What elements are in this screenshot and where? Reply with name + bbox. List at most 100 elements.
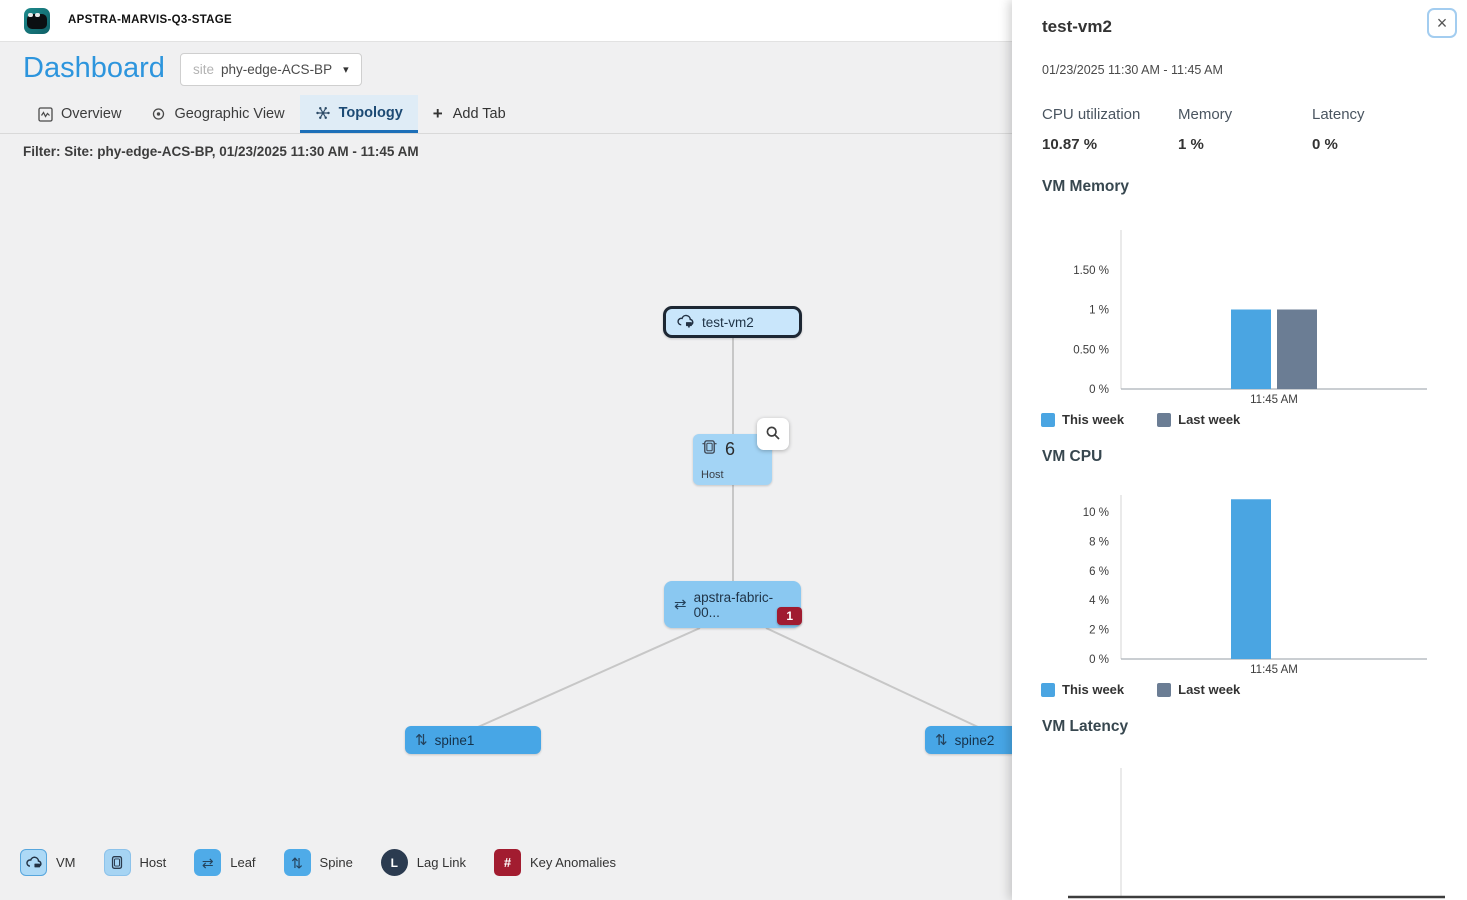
overview-icon [38, 106, 53, 122]
vm-cloud-icon [676, 313, 695, 332]
tab-geographic-view[interactable]: Geographic View [136, 95, 299, 133]
stat-label: Latency [1312, 106, 1365, 123]
legend-label: Spine [319, 855, 353, 870]
vm-latency-chart [1068, 768, 1445, 899]
section-heading-vm-latency: VM Latency [1042, 718, 1129, 735]
node-zoom-button[interactable] [757, 418, 789, 450]
legend-last-week: Last week [1157, 682, 1240, 697]
section-heading-vm-cpu: VM CPU [1042, 448, 1103, 465]
legend-label: VM [56, 855, 76, 870]
topology-canvas: test-vm2 6 Host ⇄ apstra-fabric-00... 1 … [20, 306, 1012, 876]
leaf-node-label: apstra-fabric-00... [693, 589, 774, 620]
svg-text:10 %: 10 % [1083, 507, 1109, 519]
legend-label: Last week [1178, 682, 1241, 697]
topology-node-spine1[interactable]: ⇅ spine1 [405, 726, 541, 754]
stat-cpu-utilization: CPU utilization 10.87 % [1042, 106, 1174, 153]
spine1-node-label: spine1 [434, 732, 475, 748]
plus-icon: + [432, 104, 443, 123]
legend-item-leaf: ⇄ Leaf [194, 849, 256, 876]
chart-legend: This week Last week [1041, 682, 1240, 697]
legend-label: Last week [1178, 412, 1241, 427]
topology-node-leaf[interactable]: ⇄ apstra-fabric-00... 1 [664, 581, 802, 628]
stat-value: 10.87 % [1042, 136, 1098, 153]
vm-cpu-chart: 10 % 8 % 6 % 4 % 2 % 0 % 11:45 AM [1083, 495, 1427, 676]
stat-label: CPU utilization [1042, 106, 1141, 123]
site-selector-prefix: site [193, 62, 215, 77]
tab-topology[interactable]: Topology [299, 95, 418, 133]
legend-item-vm: VM [20, 849, 76, 876]
stat-latency: Latency 0 % [1312, 106, 1444, 153]
legend-label: Leaf [230, 855, 256, 870]
vm-cloud-icon [20, 849, 47, 876]
svg-text:0.50 %: 0.50 % [1073, 344, 1109, 356]
tab-overview-label: Overview [61, 106, 122, 122]
stat-label: Memory [1178, 106, 1233, 123]
this-week-swatch [1041, 682, 1055, 697]
spine2-node-label: spine2 [954, 732, 995, 748]
topology-node-vm[interactable]: test-vm2 [663, 306, 802, 338]
close-button[interactable]: × [1427, 8, 1457, 38]
legend-label: This week [1062, 412, 1125, 427]
topology-icon [315, 105, 331, 121]
svg-text:11:45 AM: 11:45 AM [1250, 394, 1298, 406]
svg-text:0 %: 0 % [1089, 384, 1109, 396]
vm-detail-panel: test-vm2 × 01/23/2025 11:30 AM - 11:45 A… [1012, 0, 1467, 900]
leaf-arrows-icon: ⇄ [194, 849, 222, 876]
chart-legend: This week Last week [1041, 412, 1240, 427]
tab-topology-label: Topology [338, 104, 403, 121]
topology-node-spine2[interactable]: ⇅ spine2 [925, 726, 1012, 754]
host-node-label: Host [701, 469, 724, 481]
topology-edges [477, 338, 979, 728]
legend-this-week: This week [1041, 682, 1124, 697]
panel-date-range: 01/23/2025 11:30 AM - 11:45 AM [1042, 63, 1223, 77]
spine-arrows-icon: ⇅ [935, 731, 948, 749]
host-icon [701, 439, 718, 460]
add-tab-button[interactable]: + Add Tab [418, 95, 521, 133]
host-icon [103, 849, 131, 876]
last-week-swatch [1157, 682, 1172, 697]
app-title: APSTRA-MARVIS-Q3-STAGE [68, 14, 232, 26]
svg-text:2 %: 2 % [1089, 625, 1109, 637]
close-icon: × [1436, 13, 1448, 33]
tab-bar: Overview Geographic View Topology + Add … [23, 95, 1467, 133]
filter-summary: Filter: Site: phy-edge-ACS-BP, 01/23/202… [23, 144, 419, 159]
vm-memory-chart: 1.50 % 1 % 0.50 % 0 % 11:45 AM [1073, 230, 1427, 406]
lag-link-icon: L [380, 849, 408, 876]
add-tab-label: Add Tab [452, 106, 506, 122]
legend-this-week: This week [1041, 412, 1124, 427]
svg-text:1 %: 1 % [1089, 305, 1109, 317]
legend-label: Key Anomalies [529, 855, 616, 870]
tab-overview[interactable]: Overview [23, 95, 136, 133]
tab-geographic-view-label: Geographic View [174, 106, 285, 122]
svg-text:6 %: 6 % [1089, 566, 1109, 578]
this-week-swatch [1041, 412, 1055, 427]
legend-last-week: Last week [1157, 412, 1240, 427]
anomaly-count-badge[interactable]: 1 [777, 607, 802, 625]
host-count: 6 [725, 439, 736, 459]
location-pin-icon [151, 107, 166, 122]
stat-value: 1 % [1178, 136, 1204, 153]
spine-arrows-icon: ⇅ [415, 731, 428, 749]
legend-label: Host [139, 855, 167, 870]
spine-arrows-icon: ⇅ [283, 849, 311, 876]
legend-item-spine: ⇅ Spine [283, 849, 353, 876]
app-logo-icon [24, 8, 50, 34]
legend-item-lag-link: L Lag Link [380, 849, 466, 876]
panel-title: test-vm2 [1042, 17, 1112, 36]
search-icon [765, 425, 781, 444]
tabs-divider [0, 133, 1012, 134]
site-selector[interactable]: site phy-edge-ACS-BP ▾ [180, 53, 362, 86]
svg-text:1.50 %: 1.50 % [1073, 265, 1109, 277]
leaf-arrows-icon: ⇄ [674, 596, 687, 613]
last-week-swatch [1157, 412, 1172, 427]
page-title: Dashboard [23, 52, 165, 84]
svg-text:0 %: 0 % [1089, 654, 1109, 666]
vm-node-label: test-vm2 [702, 314, 754, 330]
legend-label: Lag Link [416, 855, 466, 870]
site-selector-value: phy-edge-ACS-BP [221, 62, 333, 77]
svg-text:11:45 AM: 11:45 AM [1250, 664, 1298, 676]
key-anomalies-icon: # [493, 849, 521, 876]
svg-text:4 %: 4 % [1089, 595, 1109, 607]
svg-text:8 %: 8 % [1089, 536, 1109, 548]
legend-item-host: Host [103, 849, 167, 876]
